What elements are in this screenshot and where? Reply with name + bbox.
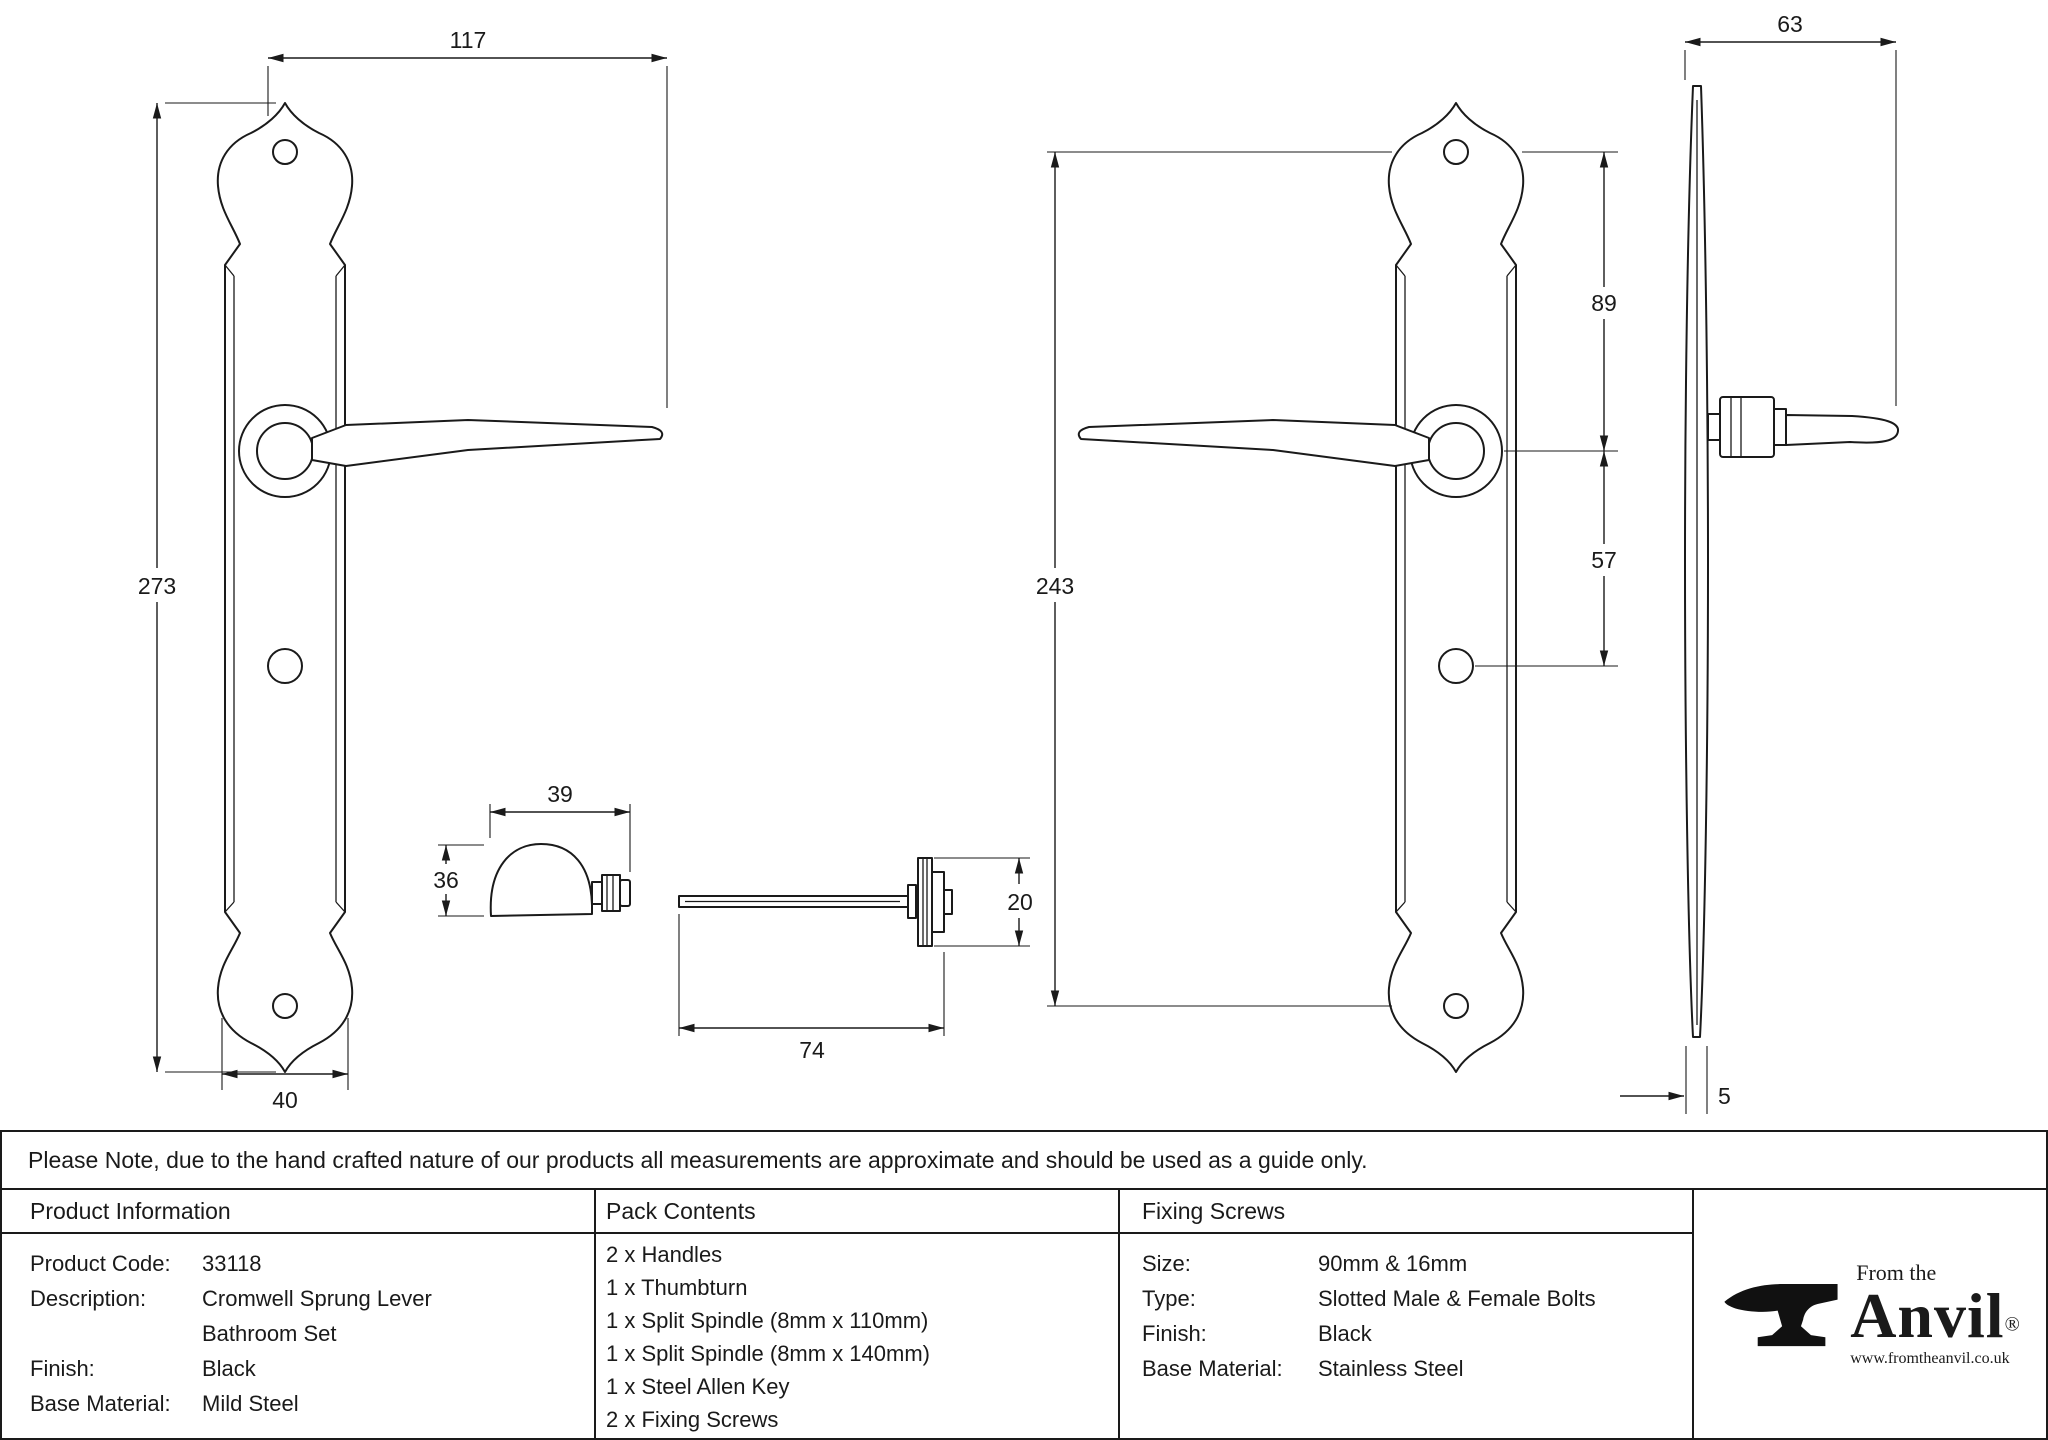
screw-hole-top [272,139,298,165]
table-row: Bathroom Set [30,1316,594,1351]
dimension-57: 57 [1475,451,1630,667]
list-item: 1 x Split Spindle (8mm x 140mm) [606,1341,930,1366]
fixing-screws-body: Size: 90mm & 16mm Type: Slotted Male & F… [1120,1234,1694,1438]
info-table: Product Information Pack Contents Fixing… [0,1190,2048,1440]
row-label: Product Code: [30,1251,171,1276]
dimension-273: 273 [128,102,276,1073]
dim-label-74: 74 [799,1037,825,1063]
handle-hub [1719,396,1775,458]
dim-label-243: 243 [1036,573,1074,599]
lever-handle [1077,419,1430,467]
row-value: 33118 [202,1251,262,1276]
row-value: Mild Steel [202,1391,299,1416]
dim-label-117: 117 [450,27,487,53]
list-item: 2 x Handles [606,1242,723,1267]
dimension-39: 39 [489,781,631,872]
thumbturn-knob [489,843,593,917]
row-value: Black [1318,1321,1372,1346]
dim-label-20: 20 [1007,889,1033,915]
table-row: Base Material: Stainless Steel [1142,1351,1692,1386]
lever-handle [311,419,664,467]
list-item: 1 x Steel Allen Key [606,1374,790,1399]
dimension-5: 5 [1620,1046,1731,1114]
dim-label-273: 273 [138,573,176,599]
row-label: Finish: [30,1356,95,1381]
spindle-collar [917,857,933,947]
pack-contents-body: 2 x Handles 1 x Thumbturn 1 x Split Spin… [596,1234,1120,1438]
logo-name-line: Anvil® [1850,1284,2020,1348]
lever-side [1785,414,1899,446]
row-label [30,1316,202,1351]
thumbturn-hole [267,648,303,684]
spindle-detail: 20 74 [678,857,1040,1063]
anvil-logo: From the Anvil® www.fromtheanvil.co.uk [1720,1260,2020,1368]
product-info-body: Product Code: 33118 Description: Cromwel… [2,1234,596,1438]
pack-contents-header: Pack Contents [596,1190,1120,1234]
thumbturn-detail: 39 36 [423,781,631,917]
dim-label-57: 57 [1591,547,1617,573]
row-value: Bathroom Set [202,1321,337,1346]
list-item: 1 x Split Spindle (8mm x 110mm) [606,1308,929,1333]
row-value: Cromwell Sprung Lever [202,1286,432,1311]
table-row: Description: Cromwell Sprung Lever [30,1281,594,1316]
row-value: Slotted Male & Female Bolts [1318,1286,1596,1311]
dimension-89: 89 [1504,151,1630,452]
backplate [216,102,354,1073]
logo-cell: From the Anvil® www.fromtheanvil.co.uk [1694,1190,2046,1438]
logo-text: From the Anvil® www.fromtheanvil.co.uk [1850,1260,2020,1368]
screw-hole-bottom [272,993,298,1019]
dimension-117: 117 [267,27,668,408]
rose-inner [256,422,314,480]
note-text: Please Note, due to the hand crafted nat… [28,1146,1368,1173]
handle-front-view-left: 117 273 40 [128,27,668,1113]
dim-label-89: 89 [1591,290,1617,316]
table-row: Type: Slotted Male & Female Bolts [1142,1281,1692,1316]
row-value: Black [202,1356,256,1381]
row-value: Stainless Steel [1318,1356,1464,1381]
row-value: 90mm & 16mm [1318,1251,1468,1276]
row-label: Base Material: [30,1391,171,1416]
row-label: Size: [1142,1251,1191,1276]
handle-side-view: 63 5 [1620,11,1899,1114]
table-row: Size: 90mm & 16mm [1142,1246,1692,1281]
dimension-63: 63 [1684,11,1897,406]
dim-label-39: 39 [547,781,573,807]
backplate-outline [216,102,354,1073]
logo-url: www.fromtheanvil.co.uk [1850,1349,2010,1367]
product-info-header: Product Information [2,1190,596,1234]
dim-label-5: 5 [1718,1083,1731,1109]
row-label: Finish: [1142,1321,1207,1346]
table-row: Product Code: 33118 [30,1246,594,1281]
note-bar: Please Note, due to the hand crafted nat… [0,1130,2048,1190]
technical-drawing: 117 273 40 [128,11,1899,1114]
handle-front-view-right: 243 89 57 [1026,102,1630,1073]
row-label: Type: [1142,1286,1196,1311]
dim-label-40: 40 [272,1087,298,1113]
list-item: 1 x Thumbturn [606,1275,748,1300]
dim-label-63: 63 [1777,11,1803,37]
dimension-36: 36 [423,844,484,917]
logo-from-the: From the [1856,1260,1937,1286]
dimension-243: 243 [1026,151,1392,1007]
anvil-icon [1724,1284,1838,1347]
dimension-20: 20 [934,857,1040,947]
list-item: 2 x Fixing Screws [606,1407,779,1432]
logo-name: Anvil [1850,1280,2005,1352]
table-row: Base Material: Mild Steel [30,1386,594,1421]
fixing-screws-header: Fixing Screws [1120,1190,1694,1234]
dim-label-36: 36 [433,867,459,893]
registered-mark: ® [2004,1313,2020,1336]
dimension-40: 40 [221,1018,349,1113]
table-row: Finish: Black [30,1351,594,1386]
row-label: Description: [30,1286,147,1311]
row-label: Base Material: [1142,1356,1283,1381]
table-row: Finish: Black [1142,1316,1692,1351]
dimension-74: 74 [678,914,945,1063]
